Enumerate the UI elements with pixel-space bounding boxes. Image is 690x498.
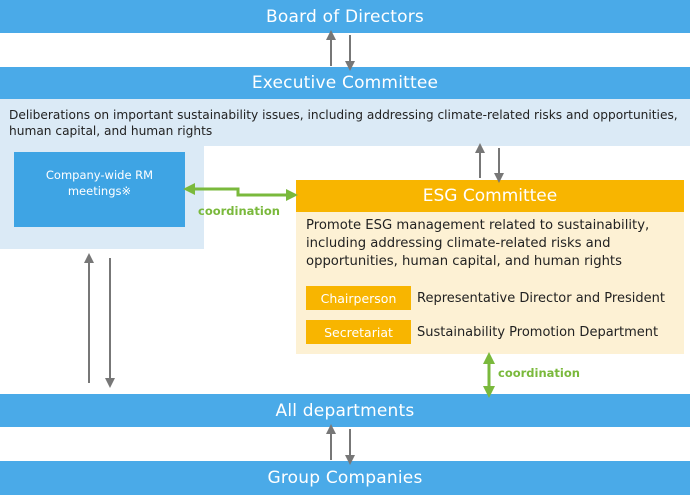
secretariat-tag: Secretariat (306, 320, 411, 344)
group-companies-label: Group Companies (267, 468, 423, 488)
executive-committee-area (0, 99, 690, 146)
secretariat-tag-label: Secretariat (324, 324, 393, 340)
chairperson-tag-label: Chairperson (320, 290, 397, 306)
coordination-label-rm-esg: coordination (198, 204, 280, 218)
coordination-label-esg-departments: coordination (498, 366, 580, 380)
board-of-directors-bar: Board of Directors (0, 0, 690, 33)
board-of-directors-label: Board of Directors (266, 6, 424, 27)
esg-committee-label: ESG Committee (422, 186, 558, 206)
esg-committee-header: ESG Committee (296, 180, 684, 212)
company-wide-rm-meetings-box: Company-wide RM meetings※ (14, 152, 185, 227)
rm-meetings-label: Company-wide RM meetings※ (45, 168, 154, 198)
coordination-connector-rm-esg (183, 183, 298, 201)
secretariat-value: Sustainability Promotion Department (417, 324, 659, 340)
all-departments-bar: All departments (0, 394, 690, 427)
executive-committee-bar: Executive Committee (0, 67, 690, 99)
executive-committee-label: Executive Committee (251, 73, 439, 93)
all-departments-label: All departments (275, 400, 415, 421)
esg-committee-description: Promote ESG management related to sustai… (306, 218, 650, 269)
chairperson-tag: Chairperson (306, 286, 411, 310)
chairperson-value: Representative Director and President (417, 290, 665, 306)
group-companies-bar: Group Companies (0, 461, 690, 495)
executive-committee-description: Deliberations on important sustainabilit… (9, 108, 678, 138)
